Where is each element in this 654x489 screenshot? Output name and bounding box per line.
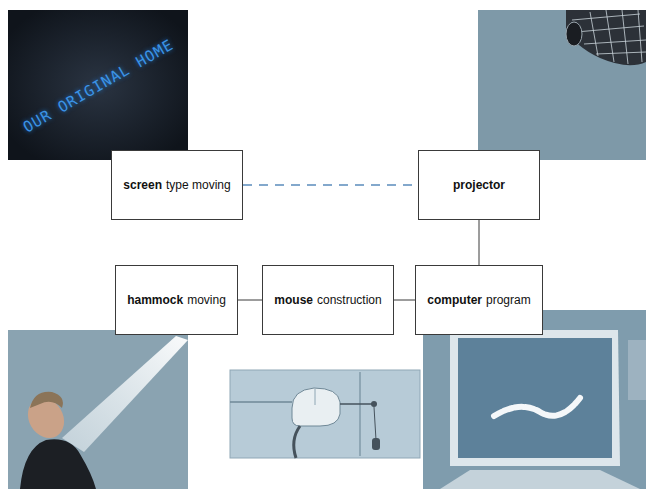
box-text: moving <box>187 293 226 307</box>
box-text: type moving <box>166 178 231 192</box>
box-heading: hammock <box>127 293 183 307</box>
process-box: mouse construction <box>262 265 394 335</box>
box-heading: computer <box>427 293 482 307</box>
process-box: screen type moving <box>111 150 243 220</box>
box-heading: projector <box>453 178 505 192</box>
box-heading: mouse <box>274 293 313 307</box>
hammock-photo <box>8 330 188 489</box>
process-box: computer program <box>415 265 543 335</box>
box-text: construction <box>317 293 382 307</box>
laptop-photo <box>423 310 646 489</box>
mouse-photo <box>230 370 420 458</box>
connector-line <box>238 300 262 301</box>
box-heading: screen <box>123 178 162 192</box>
process-box: hammock moving <box>115 265 238 335</box>
box-text: program <box>486 293 531 307</box>
screen-photo <box>8 10 188 160</box>
process-box: projector <box>418 150 540 220</box>
projector-photo <box>478 10 646 160</box>
dashed-connector <box>243 184 418 186</box>
connector-line <box>394 300 415 301</box>
connector-line <box>479 220 480 265</box>
